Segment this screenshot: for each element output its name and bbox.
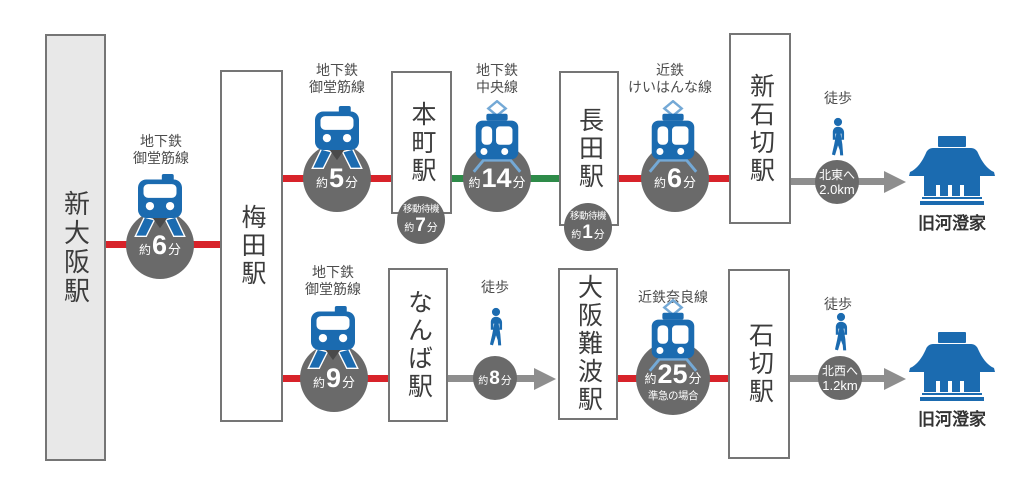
- time-unit: 分: [168, 241, 182, 257]
- time-circle-hommachi-nagata: 約 14 分: [463, 144, 531, 212]
- walking-person-icon: [489, 307, 503, 346]
- time-unit: 分: [426, 222, 438, 235]
- subway-train-icon: [134, 174, 186, 238]
- line-label-text: 地下鉄: [316, 62, 358, 78]
- station-name: 本町駅: [408, 100, 436, 185]
- station-name: 新石切駅: [746, 72, 775, 185]
- arrow-right-icon: [884, 367, 906, 390]
- walk-label: 徒歩: [481, 279, 509, 295]
- line-label-text: 御堂筋線: [305, 281, 361, 297]
- arrow-right-icon: [884, 170, 906, 193]
- line-label-text: 御堂筋線: [133, 150, 189, 166]
- time-value: 6: [151, 229, 168, 260]
- walk-time-circle-namba: 約 8 分: [473, 356, 517, 400]
- walking-person-icon: [831, 117, 845, 156]
- time-prefix: 約: [138, 242, 151, 257]
- line-label-midosuji: 地下鉄 御堂筋線: [258, 264, 408, 298]
- historic-house-icon: [909, 332, 995, 401]
- line-label-midosuji: 地下鉄 御堂筋線: [86, 133, 236, 167]
- transfer-label: 移動待機: [569, 210, 607, 222]
- line-label-text: 地下鉄: [140, 133, 182, 149]
- station-name: 新大阪駅: [60, 189, 91, 306]
- destination-label: 旧河澄家: [918, 214, 986, 233]
- time-value: 25: [657, 358, 688, 389]
- station-shin-osaka: 新大阪駅: [45, 34, 106, 461]
- line-label-text: 御堂筋線: [309, 79, 365, 95]
- arrow-right-icon: [534, 367, 556, 390]
- walking-person-icon: [834, 312, 848, 351]
- line-label-chuo: 地下鉄 中央線: [422, 62, 572, 96]
- line-label-text: 近鉄: [656, 62, 684, 78]
- station-shin-ishikiri: 新石切駅: [729, 33, 791, 224]
- time-value: 7: [415, 215, 426, 237]
- time-unit: 分: [512, 174, 526, 190]
- station-namba: なんば駅: [388, 268, 448, 422]
- destination-label: 旧河澄家: [918, 410, 986, 429]
- line-label-text: 地下鉄: [476, 62, 518, 78]
- station-name: 梅田駅: [238, 204, 266, 288]
- station-nagata: 長田駅: [559, 71, 619, 226]
- line-label-keihanna: 近鉄 けいはんな線: [595, 62, 745, 96]
- time-prefix: 約: [478, 375, 489, 387]
- station-name: なんば駅: [404, 289, 433, 401]
- station-ishikiri: 石切駅: [728, 269, 790, 459]
- time-unit: 分: [342, 374, 356, 390]
- transfer-wait-circle-hommachi: 移動待機 約 7 分: [397, 196, 445, 244]
- station-name: 長田駅: [575, 106, 604, 191]
- time-prefix: 約: [312, 375, 325, 390]
- walk-distance: 1.2km: [822, 377, 858, 393]
- tram-train-icon: [648, 299, 698, 372]
- tram-train-icon: [472, 100, 522, 173]
- subway-train-icon: [311, 106, 363, 170]
- tram-train-icon: [648, 100, 698, 173]
- time-prefix: 約: [404, 223, 415, 235]
- line-label-text: 中央線: [476, 79, 518, 95]
- time-unit: 分: [500, 374, 512, 387]
- time-prefix: 約: [571, 230, 582, 242]
- line-label-text: けいはんな線: [628, 79, 712, 95]
- time-prefix: 約: [653, 175, 666, 190]
- time-unit: 分: [593, 229, 605, 242]
- line-label-midosuji: 地下鉄 御堂筋線: [262, 62, 412, 96]
- time-value: 14: [481, 162, 512, 193]
- station-name: 石切駅: [745, 322, 774, 406]
- transfer-label: 移動待機: [402, 203, 440, 215]
- line-label-text: 地下鉄: [312, 264, 354, 280]
- time-prefix: 約: [644, 371, 657, 386]
- walk-distance-circle-northeast: 北東へ 2.0km: [815, 160, 859, 204]
- line-label-nara: 近鉄奈良線: [598, 289, 748, 306]
- time-unit: 分: [345, 174, 359, 190]
- walk-distance: 2.0km: [819, 181, 855, 197]
- subway-train-icon: [307, 306, 359, 370]
- time-circle-umeda-namba: 約 9 分: [300, 344, 368, 412]
- time-value: 5: [328, 162, 345, 193]
- time-value: 1: [582, 222, 593, 244]
- station-name: 大阪難波駅: [574, 274, 603, 414]
- station-umeda: 梅田駅: [220, 70, 283, 422]
- time-prefix: 約: [315, 175, 328, 190]
- walk-direction: 北西へ: [821, 363, 858, 378]
- line-label-text: 近鉄奈良線: [638, 289, 708, 305]
- time-value: 6: [666, 162, 683, 193]
- historic-house-icon: [909, 136, 995, 205]
- walk-distance-circle-northwest: 北西へ 1.2km: [818, 356, 862, 400]
- transfer-wait-circle-nagata: 移動待機 約 1 分: [564, 203, 612, 251]
- time-unit: 分: [683, 174, 697, 190]
- time-prefix: 約: [468, 175, 481, 190]
- time-note: 準急の場合: [648, 389, 699, 402]
- time-value: 9: [325, 362, 342, 393]
- walk-direction: 北東へ: [818, 167, 855, 182]
- walk-label: 徒歩: [824, 296, 852, 312]
- walk-label: 徒歩: [824, 90, 852, 106]
- time-unit: 分: [688, 370, 702, 386]
- station-hommachi: 本町駅: [391, 71, 452, 214]
- time-value: 8: [489, 367, 500, 389]
- station-osaka-namba: 大阪難波駅: [558, 268, 618, 420]
